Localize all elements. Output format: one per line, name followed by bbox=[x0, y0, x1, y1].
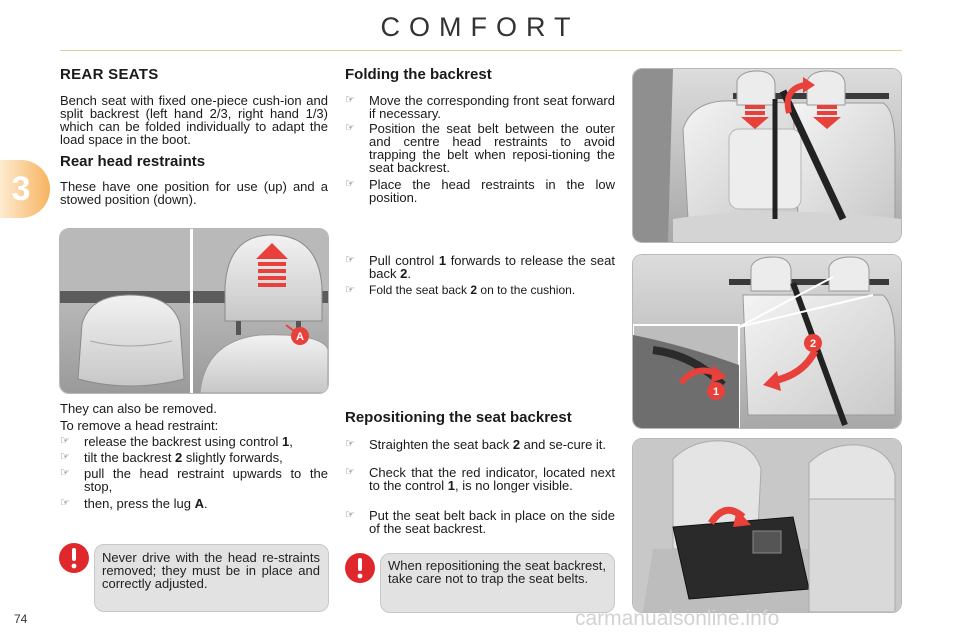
bullet-icon: ☞ bbox=[345, 438, 355, 450]
head-restraint-photo: A bbox=[59, 228, 329, 394]
bullet-icon: ☞ bbox=[345, 509, 355, 521]
arrow-up-icon bbox=[256, 243, 288, 287]
rotate-arrow-icon bbox=[784, 77, 815, 114]
list-item: ☞ tilt the backrest 2 slightly forwards, bbox=[60, 450, 283, 465]
rotate-arrow-icon bbox=[678, 365, 727, 385]
rear-seats-heading: REAR SEATS bbox=[60, 66, 159, 83]
callout-2-marker bbox=[804, 334, 822, 352]
list-item: ☞ pull the head restraint upwards to the… bbox=[60, 466, 328, 494]
list-item: ☞ Straighten the seat back 2 and se-cure… bbox=[345, 437, 607, 452]
list-item: ☞ Place the head restraints in the low p… bbox=[345, 177, 615, 205]
remove-intro-text: To remove a head restraint: bbox=[60, 418, 219, 433]
warning-text: Never drive with the head re-straints re… bbox=[102, 550, 320, 591]
rear-seats-intro: Bench seat with fixed one-piece cush-ion… bbox=[60, 93, 328, 147]
watermark: carmanualsonline.info bbox=[575, 607, 780, 630]
warning-text: When repositioning the seat backrest, ta… bbox=[388, 558, 606, 586]
repositioning-heading: Repositioning the seat backrest bbox=[345, 409, 572, 426]
bullet-icon: ☞ bbox=[345, 122, 355, 134]
repositioning-photo bbox=[632, 438, 902, 613]
bullet-icon: ☞ bbox=[60, 451, 70, 463]
header-divider bbox=[60, 50, 902, 51]
bullet-icon: ☞ bbox=[60, 435, 70, 447]
warning-box: When repositioning the seat backrest, ta… bbox=[380, 553, 615, 613]
removable-text: They can also be removed. bbox=[60, 401, 217, 416]
chapter-number: 3 bbox=[11, 170, 31, 208]
bullet-icon: ☞ bbox=[345, 178, 355, 190]
bullet-icon: ☞ bbox=[60, 467, 70, 479]
list-item: ☞ Pull control 1 forwards to release the… bbox=[345, 253, 616, 281]
rear-head-restraints-heading: Rear head restraints bbox=[60, 153, 206, 170]
page-title: COMFORT bbox=[380, 12, 580, 42]
warning-icon bbox=[344, 552, 376, 584]
fold-photo-control: 1 2 bbox=[632, 254, 902, 429]
callout-a-label: A bbox=[296, 331, 304, 343]
callout-1-marker bbox=[707, 382, 725, 400]
bullet-icon: ☞ bbox=[345, 94, 355, 106]
warning-icon bbox=[58, 542, 90, 574]
rotate-arrow-icon bbox=[708, 506, 751, 527]
list-item: ☞ Put the seat belt back in place on the… bbox=[345, 508, 615, 536]
head-restraints-text: These have one position for use (up) and… bbox=[60, 179, 328, 207]
list-item: ☞ Fold the seat back 2 on to the cushion… bbox=[345, 283, 576, 297]
list-item: ☞ Position the seat belt between the out… bbox=[345, 121, 615, 175]
arrow-down-icon bbox=[741, 105, 769, 129]
list-item: ☞ Move the corresponding front seat forw… bbox=[345, 93, 615, 121]
rotate-arrow-icon bbox=[763, 349, 819, 391]
list-item: ☞ then, press the lug A. bbox=[60, 496, 208, 511]
bullet-icon: ☞ bbox=[345, 254, 355, 266]
arrow-down-icon bbox=[813, 105, 841, 129]
callout-1-label: 1 bbox=[713, 386, 719, 398]
callout-a-marker bbox=[291, 327, 309, 345]
callout-2-label: 2 bbox=[810, 338, 816, 350]
bullet-icon: ☞ bbox=[345, 284, 355, 296]
chapter-tab bbox=[0, 160, 50, 218]
warning-box: Never drive with the head re-straints re… bbox=[94, 544, 329, 612]
folding-heading: Folding the backrest bbox=[345, 66, 492, 83]
page-number: 74 bbox=[14, 612, 28, 626]
list-item: ☞ Check that the red indicator, located … bbox=[345, 465, 615, 493]
bullet-icon: ☞ bbox=[345, 466, 355, 478]
list-item: ☞ release the backrest using control 1, bbox=[60, 434, 293, 449]
fold-photo-headrests bbox=[632, 68, 902, 243]
bullet-icon: ☞ bbox=[60, 497, 70, 509]
